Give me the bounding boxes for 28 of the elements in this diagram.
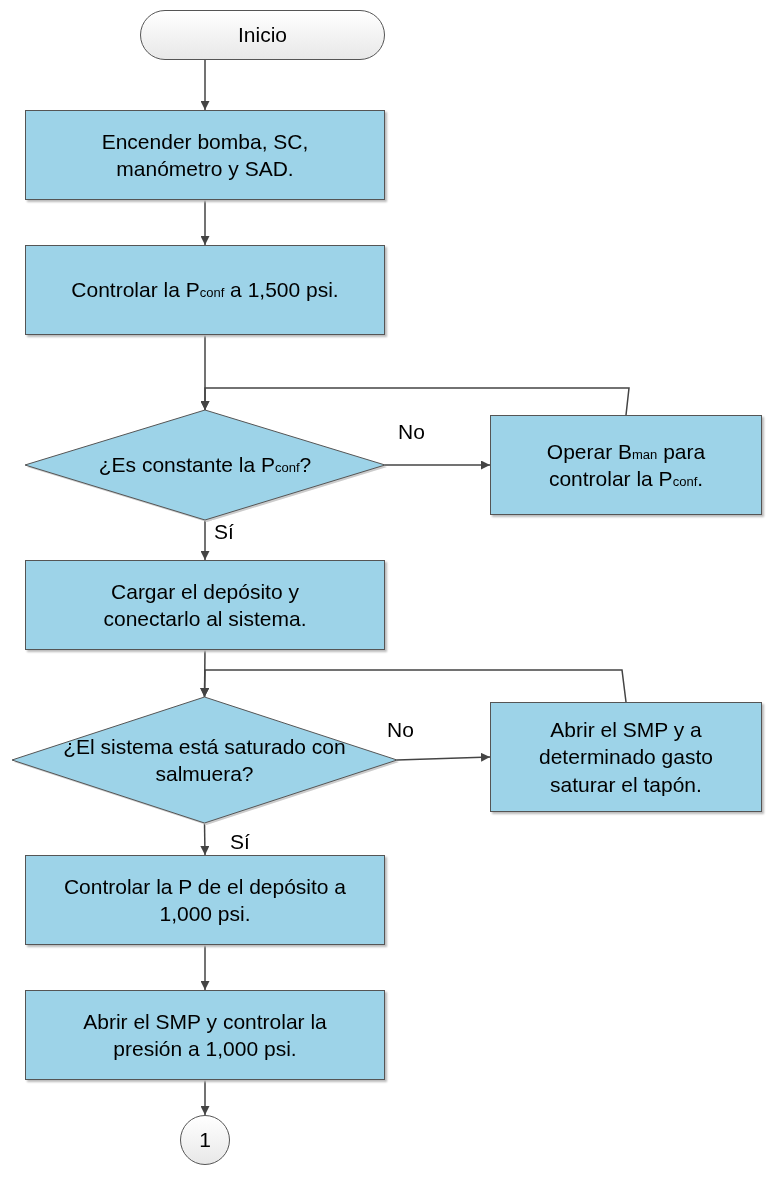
process-box	[490, 702, 762, 812]
arrow	[200, 1079, 210, 1116]
arrow	[200, 59, 210, 111]
process-box	[25, 110, 385, 200]
node-text: 1	[199, 1127, 211, 1154]
connector-circle	[180, 1115, 230, 1165]
node-text: Abrir el SMP y controlar la presión a 1,000 psi.	[82, 1008, 328, 1062]
arrow	[200, 944, 210, 991]
arrow	[200, 669, 627, 703]
process-box	[25, 245, 385, 335]
arrow	[200, 199, 210, 246]
decision-diamond	[25, 410, 385, 520]
process-box	[25, 990, 385, 1080]
process-box	[25, 560, 385, 650]
node-text: ¿El sistema está saturado con salmuera?	[62, 733, 347, 787]
node-text: Abrir el SMP y a determinado gasto saturar el tapón.	[538, 717, 714, 798]
arrow	[396, 752, 491, 762]
process-box	[25, 855, 385, 945]
arrow	[384, 460, 491, 470]
node-text: Inicio	[238, 22, 287, 49]
node-text: Controlar la P de el depósito a 1,000 psi.	[62, 873, 348, 927]
start-terminal	[140, 10, 385, 60]
arrow	[200, 519, 210, 561]
process-box	[490, 415, 762, 515]
node-text: Cargar el depósito y conectarlo al sistema.	[102, 578, 308, 632]
arrow	[200, 822, 210, 856]
node-text: Encender bomba, SC, manómetro y SAD.	[100, 128, 310, 182]
arrow	[200, 387, 630, 416]
